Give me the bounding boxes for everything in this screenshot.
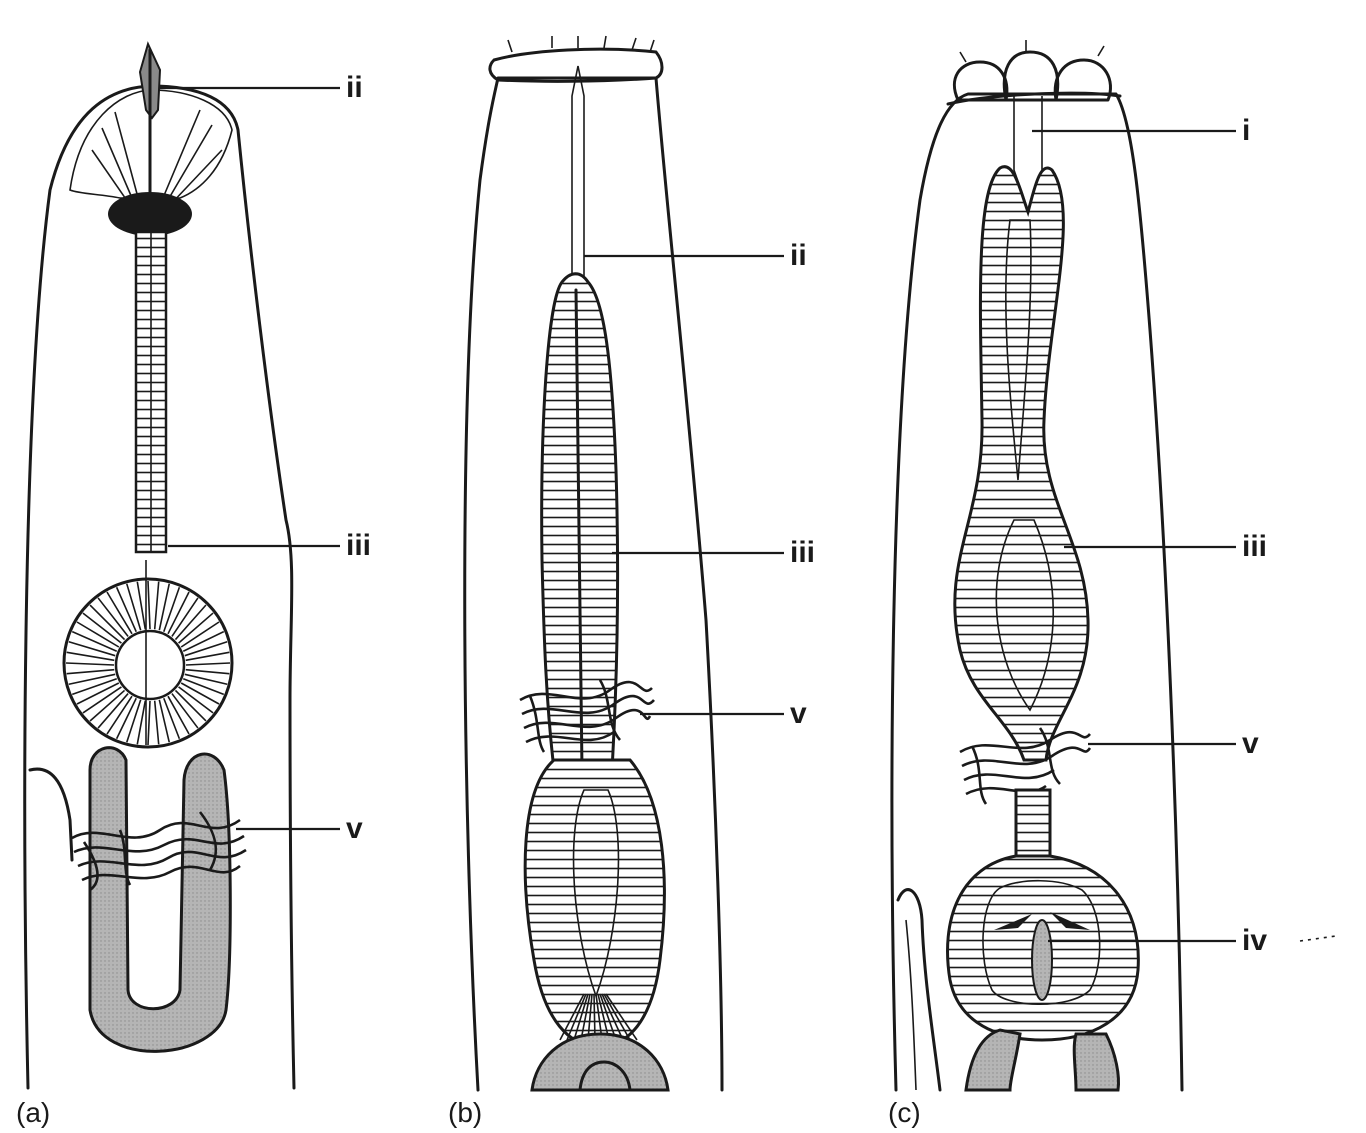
- panel-a-callout-iii: iii: [346, 529, 371, 562]
- panel-b-callout-iii: iii: [790, 536, 815, 569]
- panel-c-intestine-right: [1072, 1032, 1120, 1092]
- panel-c-procorpus: [953, 165, 1090, 762]
- panel-b: ii iii v (b): [448, 35, 815, 1128]
- panel-b-nerve-ring: [519, 679, 655, 753]
- panel-c-isthmus: [1014, 788, 1052, 862]
- panel-a-body: [23, 84, 296, 1090]
- panel-c-callout-v: v: [1242, 727, 1259, 760]
- panel-b-bulb-rays: [559, 993, 638, 1041]
- panel-a-label: (a): [16, 1097, 50, 1128]
- panel-b-label: (b): [448, 1097, 482, 1128]
- panel-c-valve: [1031, 919, 1053, 1001]
- panel-b-body: [463, 76, 724, 1092]
- panel-a-cephalic-cap: [69, 89, 233, 199]
- panel-b-stylet: [571, 65, 585, 291]
- panel-b-callout-v: v: [790, 697, 807, 730]
- panel-c-intestine-left: [964, 1028, 1022, 1092]
- panel-a-callout-ii: ii: [346, 71, 363, 104]
- panel-c: i iii v iv (c): [888, 40, 1337, 1128]
- panel-a-guide-rays: [91, 109, 223, 206]
- panel-c-head-cap: [946, 91, 1122, 106]
- panel-a: ii iii v (a): [16, 41, 371, 1128]
- panel-c-callout-i: i: [1242, 114, 1250, 147]
- panel-c-bulb-lumen: [982, 879, 1101, 1005]
- panel-a-nerve-ring: [71, 811, 247, 892]
- panel-c-nerve-ring: [959, 727, 1092, 805]
- panel-c-callout-iii: iii: [1242, 530, 1267, 563]
- panel-b-lip-region: [488, 47, 664, 83]
- panel-a-bulb-rays: [65, 580, 231, 746]
- panel-c-valve-plates: [994, 912, 1090, 930]
- panel-c-label: (c): [888, 1097, 921, 1128]
- panel-a-stylet-knobs: [108, 192, 192, 236]
- panel-b-callout-ii: ii: [790, 239, 807, 272]
- panel-a-callout-v: v: [346, 812, 363, 845]
- panel-c-lips: [952, 40, 1112, 102]
- panel-b-setae: [507, 35, 655, 53]
- panel-c-callout-iv: iv: [1242, 924, 1267, 957]
